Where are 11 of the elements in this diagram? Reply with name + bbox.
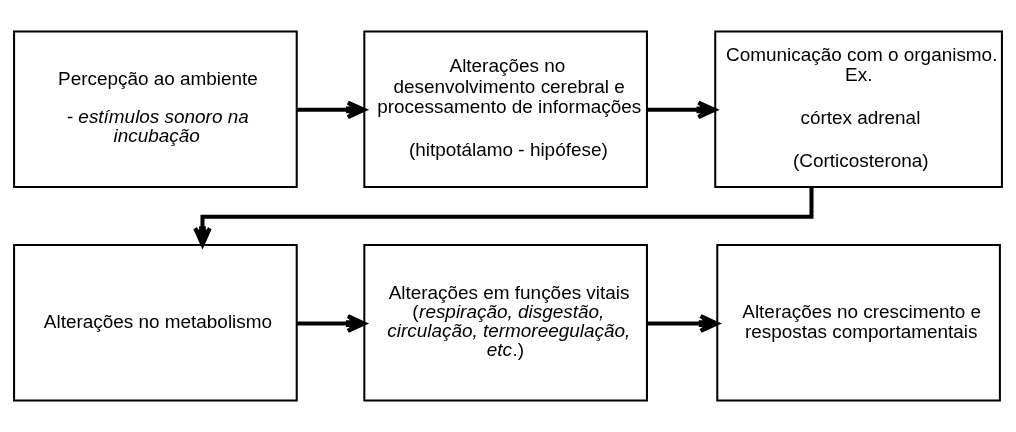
node-box: Percepção ao ambiente - estímulos sonoro na incubação <box>13 30 298 188</box>
arrow <box>647 100 717 120</box>
arrow <box>296 314 367 333</box>
arrow <box>647 314 720 333</box>
node-box: Alterações no desenvolvimento cerebral e processamento de informações (hitpotálamo - hipófese) <box>363 30 648 188</box>
arrow <box>193 187 814 247</box>
arrow <box>296 100 367 120</box>
node-box: Alterações em funções vitais (respiração, disgestão, circulação, termoreegulação, etc.) <box>363 244 648 402</box>
node-box: Comunicação com o organismo. Ex. córtex adrenal (Corticosterona) <box>714 30 1003 188</box>
node-box: Alterações no metabolismo <box>13 244 298 402</box>
node-box: Alterações no crescimento e respostas comportamentais <box>716 244 1001 402</box>
